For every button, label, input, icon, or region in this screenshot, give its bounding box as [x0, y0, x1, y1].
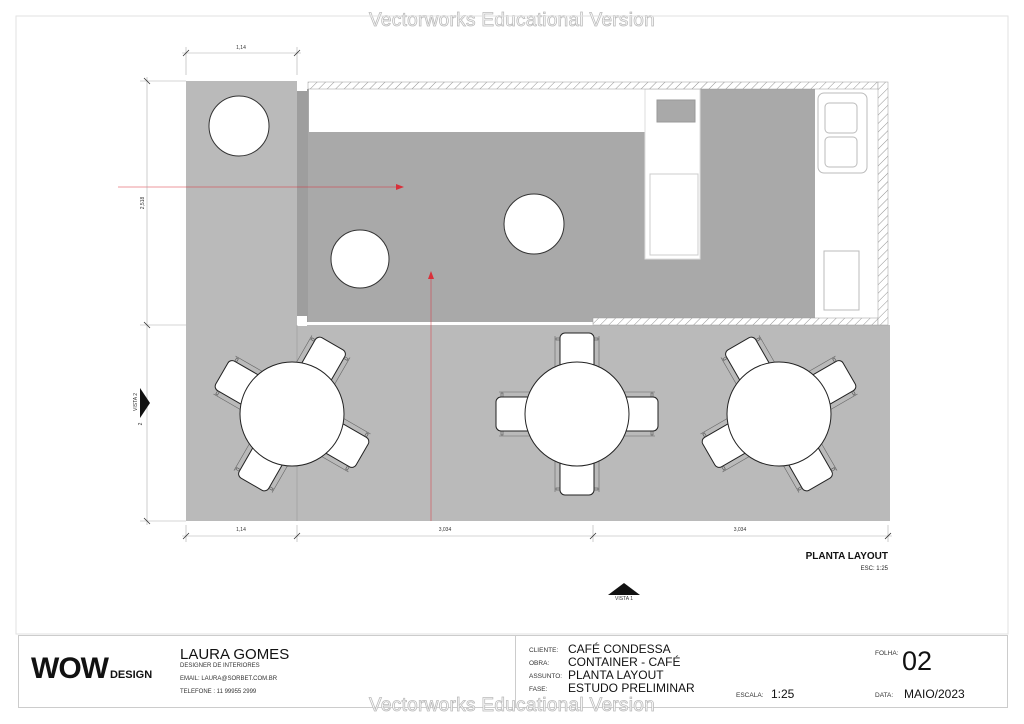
view-marker-label: VISTA 1	[615, 596, 633, 602]
designer-role: DESIGNER DE INTERIORES	[180, 663, 260, 669]
stool	[503, 193, 565, 255]
watermark-bottom: Vectorworks Educational Version	[368, 695, 656, 717]
round-table	[239, 361, 345, 467]
view-marker-vista1-icon	[608, 583, 640, 595]
designer-email: EMAIL: LAURA@SORBET.COM.BR	[180, 676, 278, 682]
stool	[208, 95, 270, 157]
equipment	[656, 99, 696, 123]
sink-basin	[824, 102, 858, 134]
arrow-icon	[428, 271, 434, 279]
sheet-border	[15, 15, 1009, 635]
container-wall-left	[297, 89, 308, 322]
divider	[515, 636, 516, 708]
date-label: DATA:	[875, 692, 894, 699]
scale-label: ESCALA:	[736, 692, 764, 699]
field-value: PLANTA LAYOUT	[568, 668, 664, 682]
dimension-label: 2,518	[140, 197, 146, 210]
dimension-label: 1,14	[236, 527, 246, 533]
dimension-label: 2	[138, 422, 144, 425]
wall-bottom	[592, 317, 879, 326]
drawing-scale: ESC: 1:25	[861, 566, 889, 572]
logo-main: WOW	[31, 652, 109, 685]
chair	[619, 391, 659, 437]
scale-value: 1:25	[771, 687, 795, 701]
dimension-ticks	[143, 49, 892, 540]
arrow-icon	[396, 184, 404, 190]
column	[297, 81, 307, 91]
field-label: FASE:	[529, 686, 548, 693]
wall-right	[877, 81, 889, 326]
stool	[330, 229, 390, 289]
watermark-top: Vectorworks Educational Version	[368, 10, 656, 32]
round-table	[726, 361, 832, 467]
drawing-title: PLANTA LAYOUT	[806, 551, 888, 562]
table-set	[495, 332, 659, 496]
wall-top	[307, 81, 879, 90]
date-value: MAIO/2023	[904, 687, 965, 701]
logo-sub: DESIGN	[109, 669, 153, 681]
sink-basin	[824, 136, 858, 168]
dimension-label: 3,034	[734, 527, 747, 533]
cabinet	[649, 173, 699, 256]
field-label: ASSUNTO:	[529, 673, 563, 680]
designer-phone: TELEFONE : 11 99955 2999	[180, 689, 257, 695]
designer-name: LAURA GOMES	[180, 646, 290, 663]
view-marker-label: VISTA 2	[133, 393, 139, 411]
table-set	[213, 335, 371, 493]
field-value: ESTUDO PRELIMINAR	[568, 681, 695, 695]
sheet-label: FOLHA:	[875, 650, 899, 657]
sheet-number: 02	[902, 646, 933, 676]
field-value: CAFÉ CONDESSA	[568, 642, 671, 656]
table-set	[700, 335, 858, 493]
round-table	[524, 361, 630, 467]
chair	[495, 391, 535, 437]
dimension-lines	[140, 47, 892, 542]
column	[297, 316, 307, 326]
field-value: CONTAINER - CAFÉ	[568, 655, 681, 669]
counter	[309, 89, 645, 132]
dimension-label: 1,14	[236, 45, 246, 51]
chair	[554, 332, 600, 372]
field-label: CLIENTE:	[529, 647, 559, 654]
view-marker-vista2-icon	[140, 388, 150, 418]
field-label: OBRA:	[529, 660, 550, 667]
appliance	[823, 250, 860, 311]
dimension-label: 3,034	[439, 527, 452, 533]
